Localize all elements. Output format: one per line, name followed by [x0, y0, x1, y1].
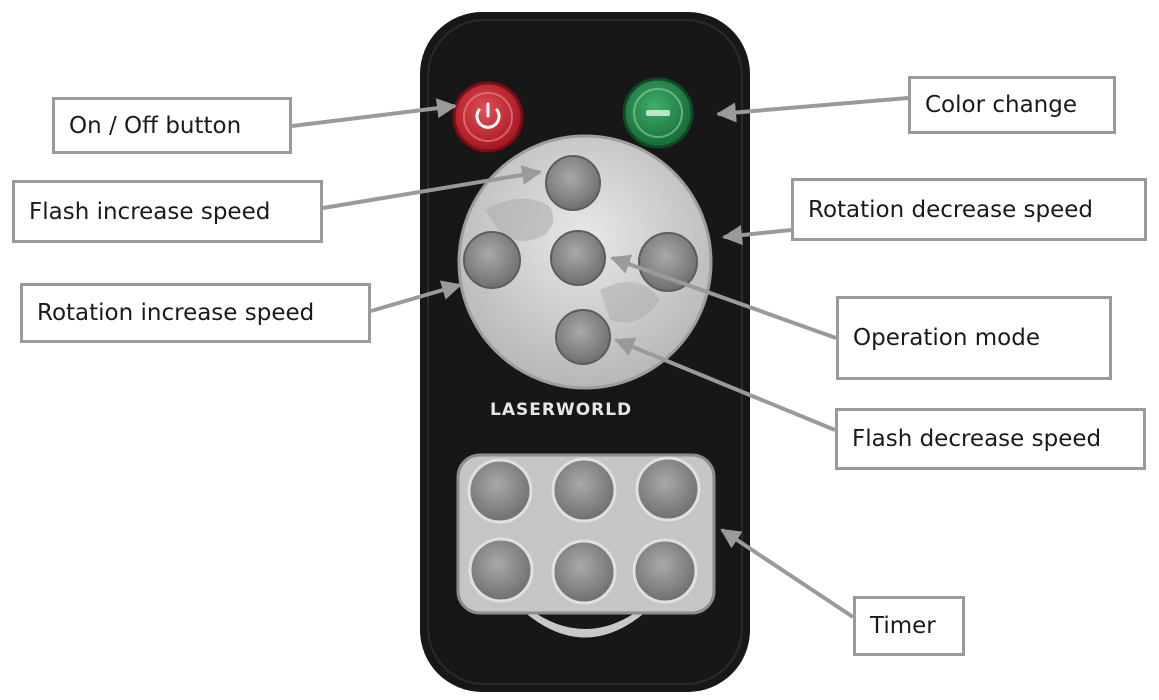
callout-color-change-label: Color change — [925, 92, 1078, 118]
arrow-timer — [720, 528, 855, 619]
arrow-flash-increase — [322, 165, 542, 210]
color-icon — [646, 110, 670, 116]
callout-rotation-increase: Rotation increase speed — [20, 283, 371, 343]
timer-button-6[interactable] — [632, 538, 698, 604]
callout-rotation-increase-label: Rotation increase speed — [37, 300, 315, 326]
timer-button-1[interactable] — [467, 458, 533, 524]
power-icon — [475, 108, 501, 129]
callout-flash-increase: Flash increase speed — [12, 180, 323, 243]
callout-flash-decrease: Flash decrease speed — [835, 408, 1146, 470]
brand-logo: LASERWORLD — [490, 400, 632, 420]
callout-rotation-decrease-label: Rotation decrease speed — [808, 196, 1094, 223]
callout-rotation-decrease: Rotation decrease speed — [791, 178, 1147, 241]
callout-operation-mode: Operation mode — [836, 296, 1112, 380]
timer-button-4[interactable] — [468, 537, 534, 603]
callout-timer-label: Timer — [870, 613, 936, 639]
arrow-rotation-increase — [370, 280, 462, 313]
arrow-operation-mode — [610, 254, 837, 340]
flash-increase-button[interactable] — [545, 155, 601, 211]
arrow-flash-decrease — [614, 337, 836, 432]
callout-operation-mode-label: Operation mode — [853, 325, 1040, 351]
callout-on-off: On / Off button — [52, 97, 292, 154]
power-button[interactable] — [452, 81, 524, 153]
timer-button-3[interactable] — [635, 456, 701, 522]
callout-color-change: Color change — [908, 76, 1116, 134]
operation-mode-button[interactable] — [550, 230, 606, 286]
flash-decrease-button[interactable] — [555, 309, 611, 365]
remote-body-edge — [427, 19, 743, 685]
rotation-decrease-button[interactable] — [638, 232, 698, 292]
arrow-on-off — [291, 98, 457, 128]
callout-on-off-label: On / Off button — [69, 112, 242, 139]
callout-flash-decrease-label: Flash decrease speed — [852, 426, 1102, 452]
color-change-button[interactable] — [622, 77, 694, 149]
arrow-color-change — [716, 96, 909, 123]
callout-flash-increase-label: Flash increase speed — [29, 198, 271, 225]
callout-timer: Timer — [853, 596, 965, 656]
timer-button-2[interactable] — [551, 457, 617, 523]
arrow-rotation-decrease — [722, 225, 792, 246]
timer-button-5[interactable] — [551, 539, 617, 605]
rotation-increase-button[interactable] — [463, 231, 521, 289]
